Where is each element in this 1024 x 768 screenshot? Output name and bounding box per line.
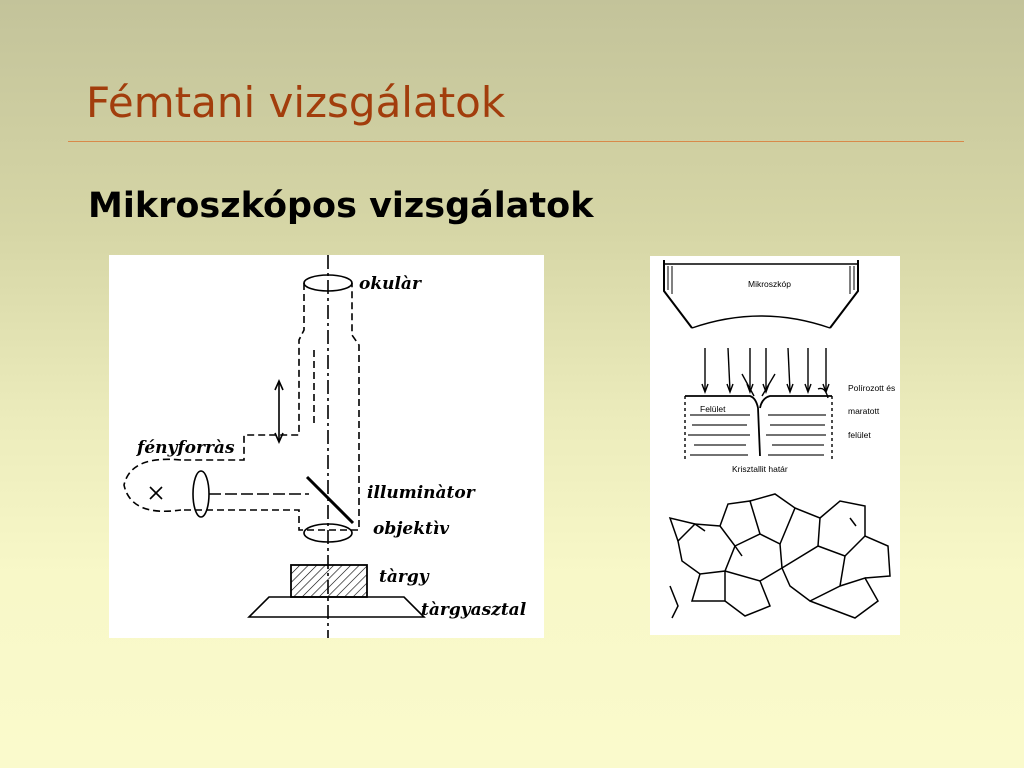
- title-divider: [68, 141, 964, 142]
- label-stage: tàrgyasztal: [421, 600, 527, 620]
- light-rays: [701, 347, 830, 397]
- label-polished-1: Polírozott és: [848, 383, 895, 393]
- label-specimen: tàrgy: [379, 567, 430, 587]
- label-illuminator: illuminàtor: [367, 483, 476, 503]
- slide-title: Fémtani vizsgálatok: [86, 78, 506, 127]
- label-polished-3: felület: [848, 430, 871, 440]
- microscope-diagram: okulàr fényforràs illuminàtor objektìv t…: [109, 255, 544, 638]
- specimen: [290, 564, 368, 598]
- objective-front-lens: [691, 315, 831, 329]
- label-surface: Felület: [700, 404, 726, 414]
- surface-schematic: Mikroszkóp Polírozott és maratott felüle…: [663, 260, 895, 619]
- objective-lens: [303, 523, 353, 543]
- label-grain-boundary: Krisztallit határ: [732, 464, 788, 474]
- label-eyepiece: okulàr: [359, 274, 422, 294]
- label-objective: objektìv: [373, 519, 450, 539]
- illuminator-mirror: [305, 475, 355, 525]
- stage: [247, 596, 426, 618]
- label-polished-2: maratott: [848, 406, 880, 416]
- slide-subtitle: Mikroszkópos vizsgálatok: [88, 186, 594, 226]
- label-microscope: Mikroszkóp: [748, 279, 791, 289]
- grain-structure: [668, 493, 891, 619]
- microscope-schematic: okulàr fényforràs illuminàtor objektìv t…: [123, 255, 527, 638]
- etched-texture: [688, 414, 826, 456]
- light-bulb: [123, 458, 182, 512]
- surface-structure-diagram: Mikroszkóp Polírozott és maratott felüle…: [650, 256, 900, 635]
- label-light-source: fényforràs: [136, 438, 235, 458]
